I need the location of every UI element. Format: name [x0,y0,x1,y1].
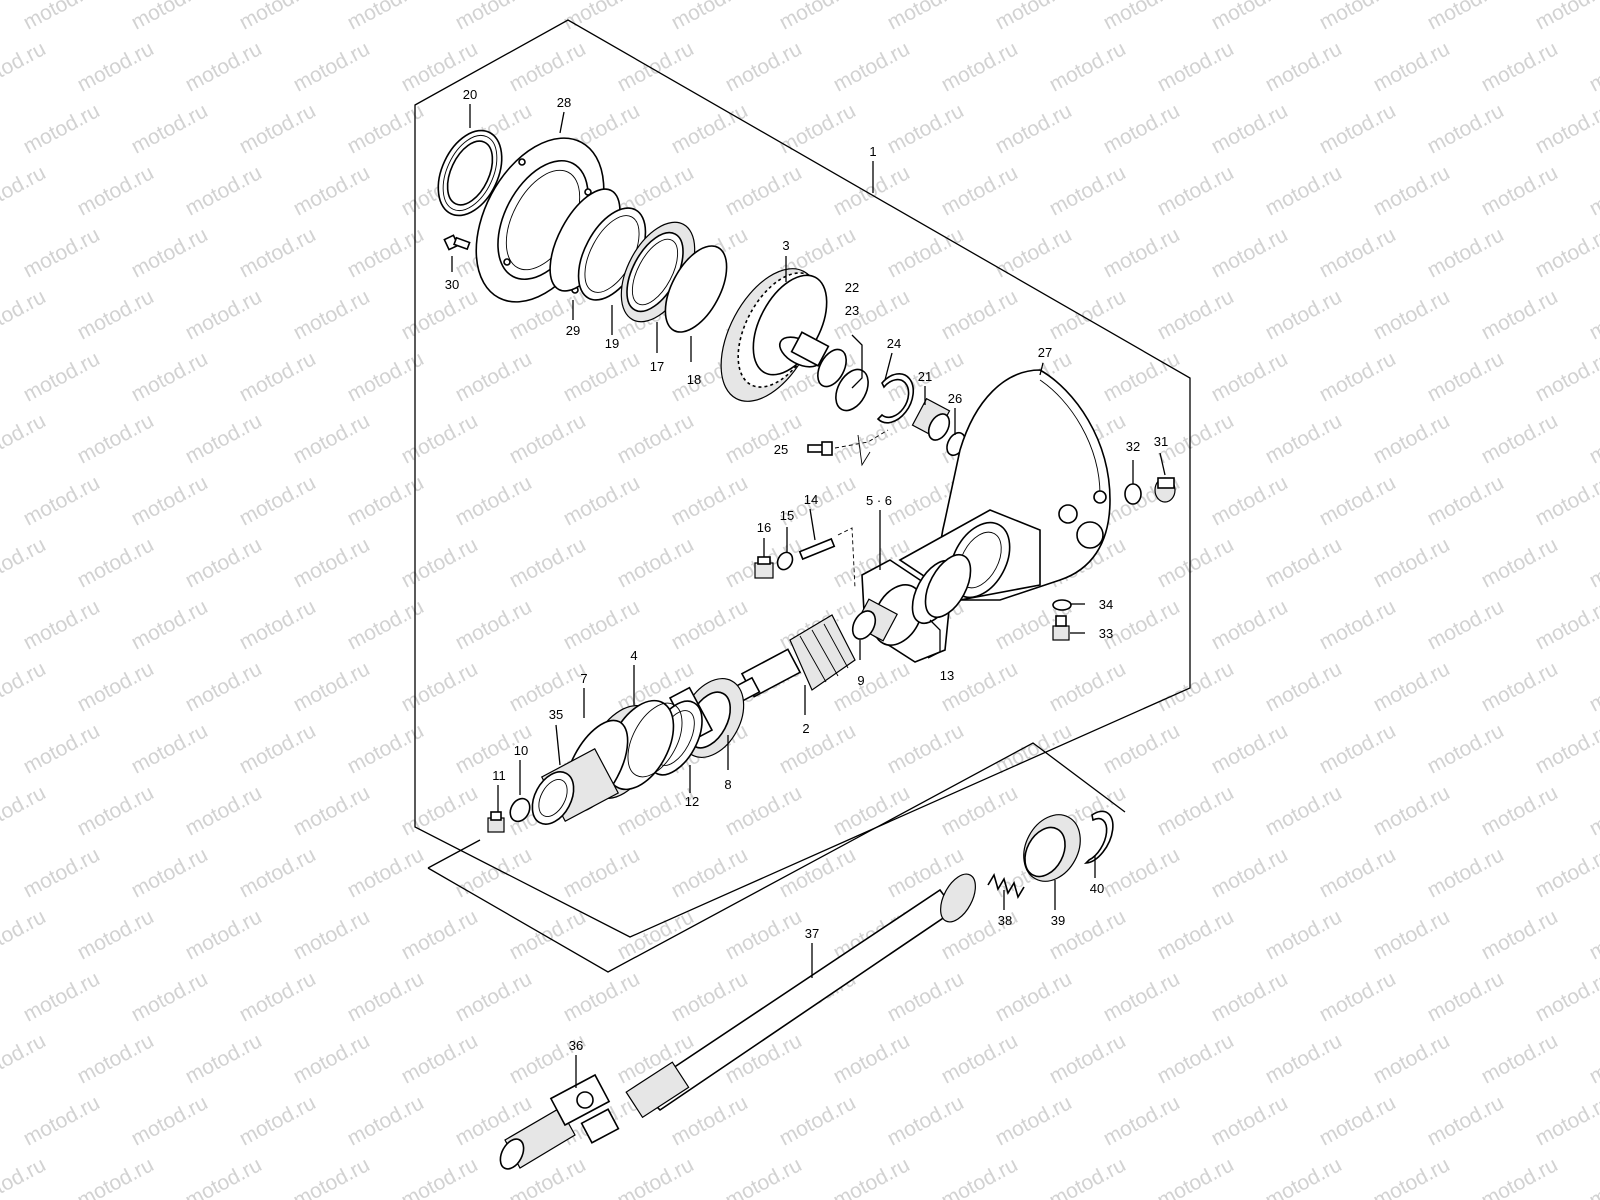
callout-22: 22 [845,280,859,295]
leader-lines [451,104,1166,1088]
callout-16: 16 [757,520,771,535]
drive-shaft-37 [625,873,976,1119]
callout-9: 9 [857,673,864,688]
callout-10: 10 [514,743,528,758]
assembly-boundary-lower [427,742,1126,973]
spring-seat-39 [1023,814,1081,882]
washer-10 [509,797,531,823]
assembly-boundary-upper [414,19,1191,938]
spring-38 [987,873,1025,899]
callout-30: 30 [445,277,459,292]
needle-bearing-21 [911,397,951,441]
callout-13: 13 [940,668,954,683]
callout-4: 4 [630,648,637,663]
callout-11: 11 [492,768,506,783]
callout-3: 3 [782,238,789,253]
callout-21: 21 [918,369,932,384]
callout-24: 24 [887,336,901,351]
callout-2: 2 [802,721,809,736]
callout-33: 33 [1099,626,1113,641]
callout-29: 29 [566,323,580,338]
gasket-32 [1124,483,1142,505]
callout-28: 28 [557,95,571,110]
callout-7: 7 [580,671,587,686]
circlip-40 [1083,810,1114,864]
callout-35: 35 [549,707,563,722]
callout-39: 39 [1051,913,1065,928]
callout-26: 26 [948,391,962,406]
nut-11 [487,811,505,833]
callout-23: 23 [845,303,859,318]
callout-27: 27 [1038,345,1052,360]
stud-14 [798,537,836,561]
callout-37: 37 [805,926,819,941]
oil-seal-20 [437,129,503,217]
shim-22 [817,348,847,388]
callout-31: 31 [1154,434,1168,449]
ring-gear-3 [720,268,830,402]
bearing-9 [851,598,898,642]
callout-32: 32 [1126,439,1140,454]
callout-5-6: 5 · 6 [866,493,892,508]
callout-36: 36 [569,1038,583,1053]
bolt-25 [807,441,833,456]
washer-15 [776,551,794,571]
coupling-35 [531,748,620,825]
callout-38: 38 [998,913,1012,928]
callout-19: 19 [605,336,619,351]
callout-8: 8 [724,777,731,792]
drain-plug-33 [1052,615,1070,641]
drive-pinion-2 [731,614,856,704]
bolt-30 [443,234,471,251]
callout-20: 20 [463,87,477,102]
o-ring-18 [664,245,728,333]
callout-17: 17 [650,359,664,374]
callout-1: 1 [869,144,876,159]
callout-14: 14 [804,492,818,507]
callout-12: 12 [685,794,699,809]
callout-25: 25 [774,442,788,457]
callout-15: 15 [780,508,794,523]
nut-16 [754,556,774,579]
universal-joint-36 [499,1073,620,1170]
gasket-34 [1052,599,1072,611]
stopper-24 [876,373,915,424]
callout-18: 18 [687,372,701,387]
callout-40: 40 [1090,881,1104,896]
callout-34: 34 [1099,597,1113,612]
filler-plug-31 [1154,477,1176,503]
